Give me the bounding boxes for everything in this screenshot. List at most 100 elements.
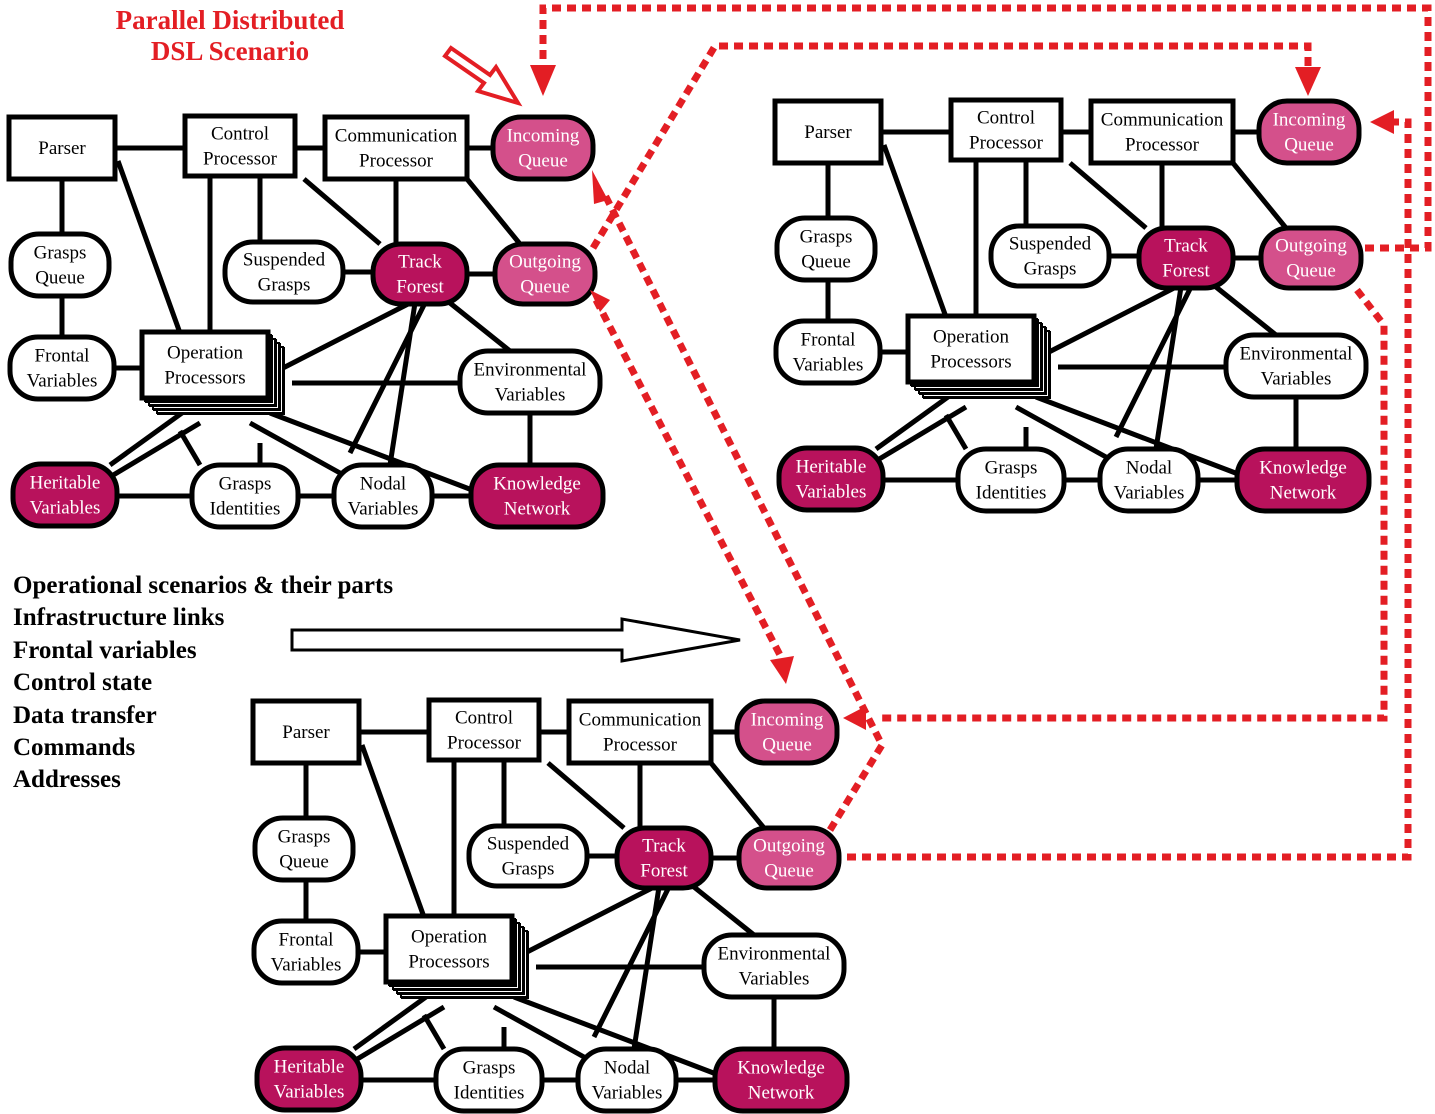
node-label: Variables [348,499,419,520]
node-label: Processors [164,368,245,389]
link-line [525,884,656,955]
node-label: Frontal [801,330,856,351]
link-line [692,885,756,937]
node-label: Processor [969,133,1044,154]
node-label: Parser [38,138,86,159]
node-label: Nodal [1126,458,1172,479]
title-line-1: Parallel Distributed [115,5,345,35]
link-line [1231,161,1288,230]
node-label: Forest [640,861,688,882]
node-label: Communication [1101,110,1224,131]
clusters-layer: ParserControlProcessorCommunicationProce… [6,97,1372,1114]
node-label: Incoming [507,126,580,147]
node-label: Grasps [278,827,331,848]
node-label: Queue [1286,261,1336,282]
node-label: Operation [167,343,243,364]
node-label: Operation [933,327,1009,348]
node-label: Grasps [219,474,272,495]
node-label: Grasps [502,859,555,880]
red-arrowhead [592,170,608,204]
node-label: Variables [27,371,98,392]
node-label: Processor [359,151,434,172]
node-label: Processors [930,352,1011,373]
node-label: Track [1164,236,1208,257]
node-label: Variables [274,1082,345,1103]
link-line [874,394,950,452]
link-line [513,994,725,1080]
node-label: Frontal [35,346,90,367]
node-label: Identities [210,499,281,520]
link-line [281,300,412,371]
node-label: Outgoing [509,252,581,273]
link-line [943,413,969,451]
link-line [98,420,202,486]
link-line [115,160,183,334]
node-label: Track [398,252,442,273]
node-label: Network [1270,483,1337,504]
legend-item: Commands [13,733,136,761]
node-label: Identities [976,483,1047,504]
node-label: Processors [408,952,489,973]
red-hollow-arrow [442,45,523,107]
link-line [546,761,626,830]
node-parser: Parser [772,98,884,166]
link-line [1068,161,1148,230]
big-right-arrow [290,617,741,663]
red-arrowhead [770,656,794,684]
legend-list: Operational scenarios & their parts Infr… [13,572,393,799]
red-link-diagonal-short [592,298,784,657]
red-link-right-bottom [842,118,1412,861]
node-label: Suspended [1009,234,1092,255]
cluster-bottom: ParserControlProcessorCommunicationProce… [250,697,850,1114]
node-label: Variables [1261,369,1332,390]
node-label: Identities [454,1083,525,1104]
node-label: Track [642,836,686,857]
link-line [248,420,342,476]
red-link-diagonal-long [601,193,887,832]
link-line [1214,285,1278,337]
node-label: Communication [335,126,458,147]
node-label: Environmental [474,360,587,381]
node-label: Parser [804,122,852,143]
legend-item: Infrastructure links [13,604,225,632]
node-label: Queue [35,268,85,289]
diagram-title: Parallel Distributed DSL Scenario [60,5,400,67]
node-label: Variables [739,969,810,990]
infrastructure-links [59,145,533,499]
link-line [1035,394,1247,480]
node-label: Communication [579,710,702,731]
node-label: Variables [793,355,864,376]
node-label: Grasps [34,243,87,264]
red-arrowhead [590,290,610,312]
link-line [709,761,766,830]
node-label: Heritable [30,473,101,494]
link-line [492,1004,586,1060]
node-label: Incoming [1273,110,1346,131]
node-label: Environmental [1240,344,1353,365]
node-label: Grasps [1024,259,1077,280]
legend-item: Operational scenarios & their parts [13,572,394,599]
